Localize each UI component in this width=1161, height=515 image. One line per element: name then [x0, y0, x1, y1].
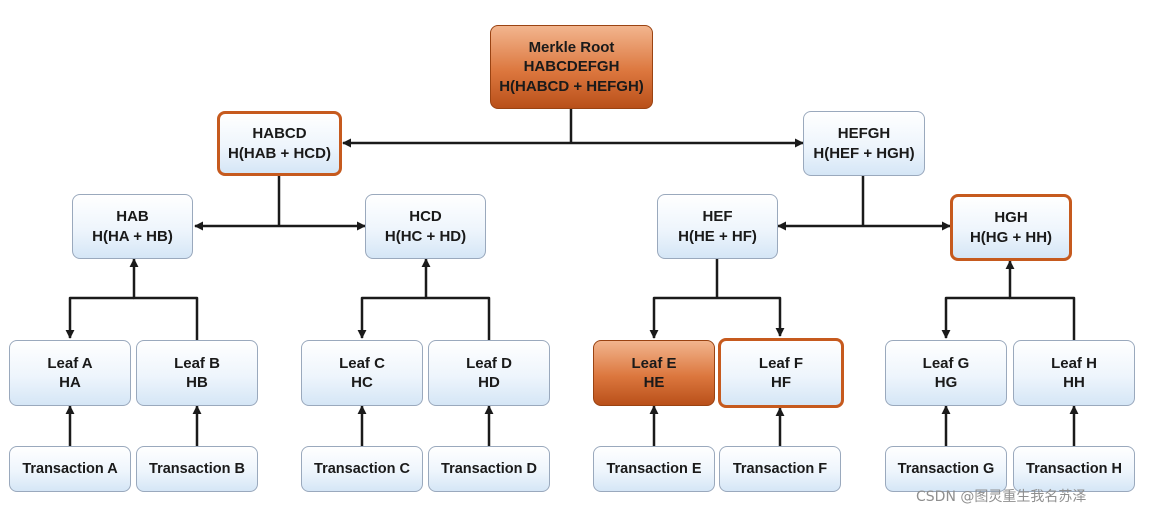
hash-ab-formula: H(HA + HB)	[92, 227, 173, 245]
hash-gh-formula: H(HG + HH)	[969, 228, 1053, 246]
hash-abcd-label: HABCD	[252, 125, 307, 142]
hash-cd-formula: H(HC + HD)	[384, 227, 467, 245]
arrow-hab-to-leafa	[65, 296, 134, 339]
leaf-b-title: Leaf B	[174, 354, 220, 372]
hash-abcd-node: HABCD H(HAB + HCD)	[217, 111, 342, 176]
arrow-hcd-to-leafc	[357, 296, 426, 339]
merkle-root-formula: H(HABCD + HEFGH)	[499, 77, 644, 95]
transaction-a-node: Transaction A	[9, 446, 131, 492]
hash-efgh-node: HEFGH H(HEF + HGH)	[803, 111, 925, 176]
leaf-e-hash: HE	[643, 374, 665, 391]
transaction-a-label: Transaction A	[22, 460, 118, 477]
leaf-f-hash: HF	[771, 374, 791, 391]
transaction-c-node: Transaction C	[301, 446, 423, 492]
leaf-h-title: Leaf H	[1051, 354, 1097, 372]
leaf-f-node: Leaf F HF	[718, 338, 844, 408]
hash-cd-node: HCD H(HC + HD)	[365, 194, 486, 259]
transaction-b-node: Transaction B	[136, 446, 258, 492]
hash-cd-label: HCD	[409, 208, 442, 225]
merkle-root-node: Merkle Root HABCDEFGH H(HABCD + HEFGH)	[490, 25, 653, 109]
leaf-c-hash: HC	[351, 374, 373, 391]
leaf-a-title: Leaf A	[47, 354, 93, 372]
arrow-leafb-to-hab	[129, 258, 199, 340]
leaf-d-node: Leaf D HD	[428, 340, 550, 406]
arrow-leafd-to-hcd	[421, 258, 491, 340]
hash-ef-formula: H(HE + HF)	[678, 227, 757, 245]
merkle-root-hash: HABCDEFGH	[523, 58, 620, 76]
hash-efgh-label: HEFGH	[837, 125, 891, 142]
leaf-f-title: Leaf F	[758, 354, 804, 372]
arrow-leafh-to-hgh	[1005, 260, 1076, 340]
merkle-root-title: Merkle Root	[528, 38, 615, 56]
transaction-e-label: Transaction E	[606, 460, 702, 477]
leaf-b-node: Leaf B HB	[136, 340, 258, 406]
csdn-watermark: CSDN @图灵重生我名苏泽	[916, 489, 1087, 505]
transaction-h-node: Transaction H	[1013, 446, 1135, 492]
hash-efgh-formula: H(HEF + HGH)	[813, 144, 915, 162]
leaf-d-title: Leaf D	[466, 354, 512, 372]
transaction-f-node: Transaction F	[719, 446, 841, 492]
leaf-h-node: Leaf H HH	[1013, 340, 1135, 406]
leaf-d-hash: HD	[478, 374, 500, 391]
arrow-hgh-to-leafg	[941, 296, 1010, 339]
leaf-h-hash: HH	[1063, 374, 1085, 391]
hash-gh-node: HGH H(HG + HH)	[950, 194, 1072, 261]
arrow-hef-to-leafe	[649, 296, 717, 339]
hash-ab-node: HAB H(HA + HB)	[72, 194, 193, 259]
transaction-d-label: Transaction D	[441, 460, 537, 477]
leaf-g-hash: HG	[934, 374, 958, 391]
transaction-b-label: Transaction B	[149, 460, 245, 477]
leaf-c-title: Leaf C	[339, 354, 385, 372]
transaction-c-label: Transaction C	[314, 460, 410, 477]
transaction-g-node: Transaction G	[885, 446, 1007, 492]
transaction-d-node: Transaction D	[428, 446, 550, 492]
leaf-a-node: Leaf A HA	[9, 340, 131, 406]
hash-ab-label: HAB	[116, 208, 149, 225]
transaction-e-node: Transaction E	[593, 446, 715, 492]
leaf-e-title: Leaf E	[631, 354, 677, 372]
transaction-f-label: Transaction F	[732, 460, 828, 477]
leaf-a-hash: HA	[59, 374, 81, 391]
transaction-h-label: Transaction H	[1026, 460, 1122, 477]
transaction-g-label: Transaction G	[897, 460, 995, 477]
leaf-b-hash: HB	[186, 374, 208, 391]
leaf-c-node: Leaf C HC	[301, 340, 423, 406]
arrow-hef-to-leaff	[717, 296, 785, 337]
leaf-g-title: Leaf G	[922, 354, 970, 372]
hash-ef-node: HEF H(HE + HF)	[657, 194, 778, 259]
hash-ef-label: HEF	[702, 208, 733, 225]
hash-gh-label: HGH	[994, 209, 1028, 226]
hash-abcd-formula: H(HAB + HCD)	[228, 144, 331, 162]
leaf-e-node: Leaf E HE	[593, 340, 715, 406]
leaf-g-node: Leaf G HG	[885, 340, 1007, 406]
